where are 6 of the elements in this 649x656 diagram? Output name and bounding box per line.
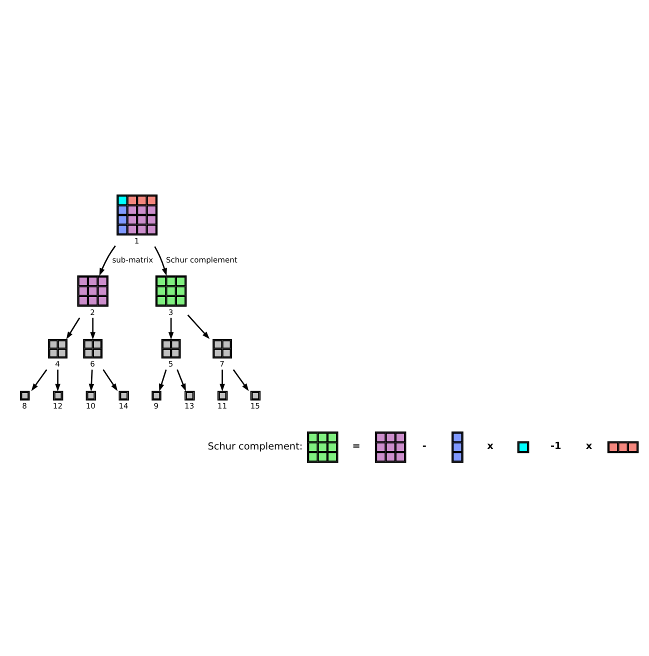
- label: -1: [550, 441, 562, 452]
- label: x: [586, 441, 592, 452]
- label: x: [487, 441, 494, 452]
- label: -: [422, 441, 426, 452]
- label: Schur complement:: [208, 442, 303, 453]
- label: =: [352, 441, 360, 452]
